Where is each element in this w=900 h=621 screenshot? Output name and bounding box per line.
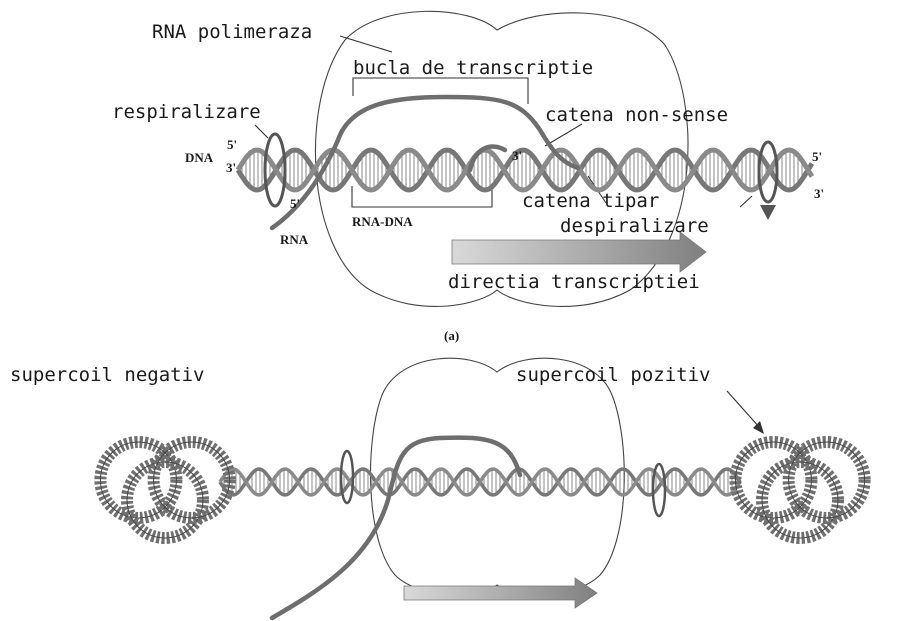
label-transcription-bubble: bucla de transcriptie (353, 57, 593, 79)
label-non-sense-strand: catena non-sense (545, 104, 728, 126)
label-unwinding: despiralizare (560, 215, 709, 237)
label-3-left: 3' (226, 160, 236, 175)
positive-supercoil-arrowhead (753, 421, 764, 434)
label-3-rna: 3' (512, 148, 522, 163)
polymerase-leader-line (340, 36, 392, 52)
supercoil-loop-edge (762, 462, 838, 538)
label-rewinding: respiralizare (112, 101, 261, 123)
label-rna-polymerase: RNA polimeraza (152, 21, 312, 43)
positive-supercoil-arrow (727, 391, 760, 428)
supercoil-loop-edge (127, 462, 203, 538)
label-negative-supercoil: supercoil negativ (10, 364, 204, 386)
supercoil-loop-edge (789, 442, 865, 518)
label-3-right: 3' (814, 186, 824, 201)
unwinding-arrow (740, 196, 752, 207)
supercoil-loop-edge (154, 442, 230, 518)
dna-strand (220, 469, 740, 495)
label-5-right: 5' (812, 149, 822, 164)
panel-b: supercoil negativ supercoil pozitiv (10, 358, 865, 618)
panel-a: RNA polimeraza bucla de transcriptie res… (112, 11, 824, 343)
rewinding-leader (255, 125, 268, 138)
positive-supercoil-coil (735, 442, 864, 538)
label-dna: DNA (185, 150, 214, 165)
negative-supercoil-coil (100, 442, 229, 538)
transcription-direction-arrow (452, 232, 706, 272)
label-positive-supercoil: supercoil pozitiv (516, 364, 710, 386)
panel-tag-a: (a) (444, 328, 459, 343)
label-template-strand: catena tipar (522, 190, 659, 212)
label-5-rna: 5' (290, 196, 300, 211)
label-5-left: 5' (227, 137, 237, 152)
label-direction: directia transcriptiei (448, 271, 700, 293)
label-rna-dna: RNA-DNA (352, 214, 413, 229)
dna-helix-b (220, 469, 740, 495)
direction-arrow-b (404, 578, 597, 608)
label-rna: RNA (280, 232, 309, 247)
